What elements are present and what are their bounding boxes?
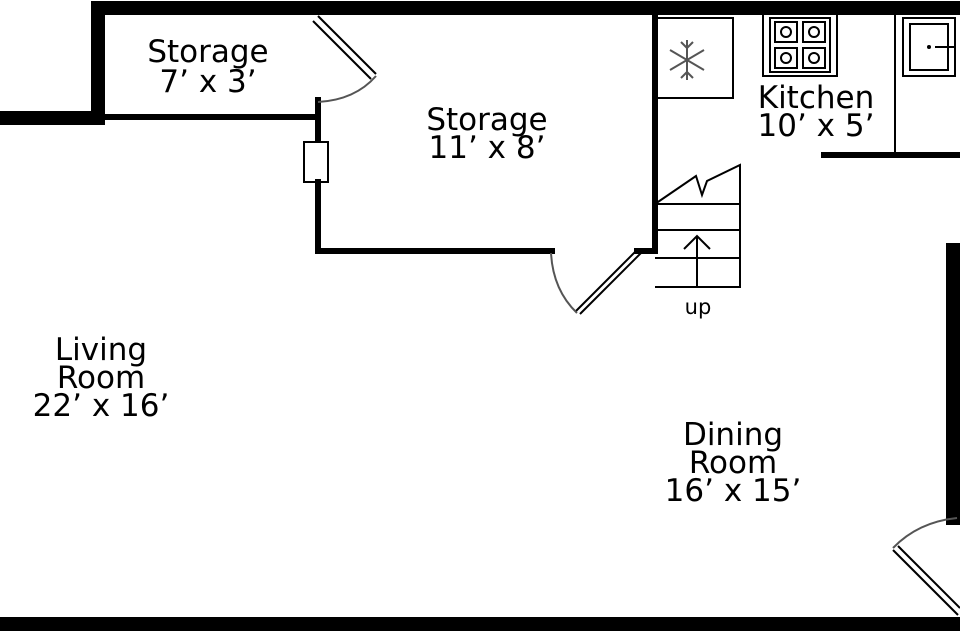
interior-walls bbox=[101, 11, 960, 254]
room-size-living: 22’ x 16’ bbox=[33, 388, 170, 424]
pocket-door bbox=[303, 141, 329, 183]
room-name-dining-line1: Dining bbox=[683, 417, 783, 453]
stairs bbox=[654, 163, 741, 288]
door-swing-arc bbox=[317, 75, 377, 103]
room-name-kitchen: Kitchen bbox=[758, 80, 875, 116]
room-size-kitchen: 10’ x 5’ bbox=[758, 108, 875, 144]
refrigerator bbox=[654, 17, 734, 99]
room-name-storage-large: Storage bbox=[426, 102, 547, 138]
sink-drain-icon bbox=[927, 45, 931, 49]
room-name-living-line2: Room bbox=[57, 360, 145, 396]
kitchen-counter bbox=[894, 14, 956, 155]
door-swing-arc bbox=[550, 252, 578, 314]
stairs-direction-label: up bbox=[685, 295, 712, 319]
room-size-dining: 16’ x 15’ bbox=[665, 473, 802, 509]
stairs-outline bbox=[654, 163, 741, 288]
door-small-storage bbox=[312, 15, 377, 103]
stove bbox=[762, 13, 838, 77]
room-name-dining-line2: Room bbox=[689, 445, 777, 481]
door-swing-arc bbox=[892, 517, 958, 549]
room-size-storage-large: 11’ x 8’ bbox=[429, 130, 546, 166]
burner-icon bbox=[774, 21, 826, 69]
door-dining-right bbox=[892, 517, 960, 616]
arrow-up-icon bbox=[683, 234, 711, 250]
room-size-storage-small: 7’ x 3’ bbox=[159, 64, 256, 100]
room-name-storage-small: Storage bbox=[147, 34, 268, 70]
exterior-wall-top-left bbox=[0, 1, 960, 125]
room-name-living-line1: Living bbox=[55, 332, 147, 368]
snowflake-icon bbox=[669, 40, 705, 80]
door-storage-bottom bbox=[550, 250, 642, 315]
